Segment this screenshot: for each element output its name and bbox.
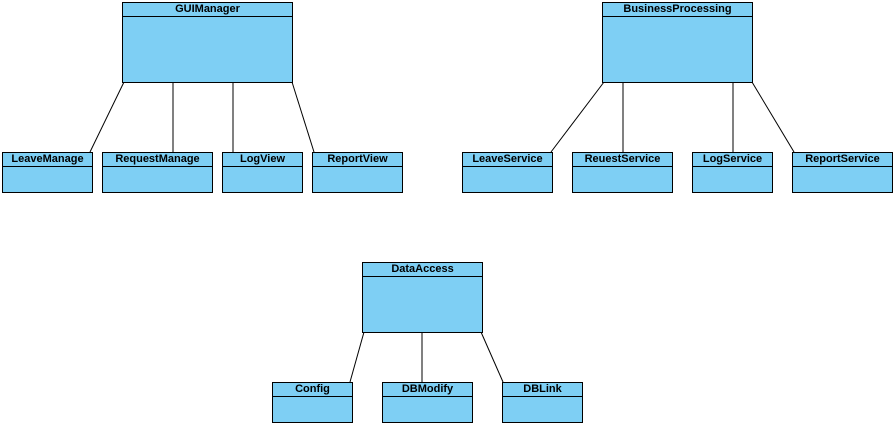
- class-request-manage[interactable]: RequestManage: [102, 152, 213, 193]
- class-config[interactable]: Config: [272, 382, 353, 423]
- class-name: DataAccess: [363, 263, 482, 277]
- class-business-processing[interactable]: BusinessProcessing: [602, 2, 753, 83]
- class-name: ReportService: [793, 153, 892, 167]
- class-report-service[interactable]: ReportService: [792, 152, 893, 193]
- class-leave-manage[interactable]: LeaveManage: [2, 152, 93, 193]
- class-reuest-service[interactable]: ReuestService: [572, 152, 673, 193]
- class-name: ReuestService: [573, 153, 672, 167]
- class-log-view[interactable]: LogView: [222, 152, 303, 193]
- class-name: ReportView: [313, 153, 402, 167]
- connector-bp-report: [751, 81, 795, 153]
- class-leave-service[interactable]: LeaveService: [462, 152, 553, 193]
- class-name: DBLink: [503, 383, 582, 397]
- class-name: Config: [273, 383, 352, 397]
- class-name: BusinessProcessing: [603, 3, 752, 17]
- class-name: LogView: [223, 153, 302, 167]
- class-db-modify[interactable]: DBModify: [382, 382, 473, 423]
- class-name: RequestManage: [103, 153, 212, 167]
- class-data-access[interactable]: DataAccess: [362, 262, 483, 333]
- class-gui-manager[interactable]: GUIManager: [122, 2, 293, 83]
- class-name: LogService: [693, 153, 772, 167]
- class-log-service[interactable]: LogService: [692, 152, 773, 193]
- connector-bp-leave: [550, 81, 605, 153]
- class-name: LeaveService: [463, 153, 552, 167]
- class-report-view[interactable]: ReportView: [312, 152, 403, 193]
- class-name: DBModify: [383, 383, 472, 397]
- connector-da-config: [349, 331, 365, 383]
- connector-da-dblink: [480, 331, 504, 383]
- class-db-link[interactable]: DBLink: [502, 382, 583, 423]
- class-name: LeaveManage: [3, 153, 92, 167]
- class-name: GUIManager: [123, 3, 292, 17]
- connector-gui-report: [291, 81, 315, 153]
- connector-gui-leave: [89, 81, 125, 153]
